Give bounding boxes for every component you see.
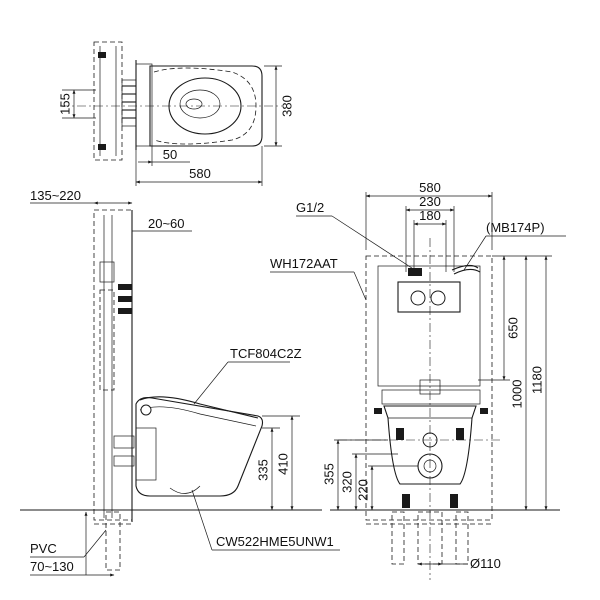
- dim-1180-label: 1180: [529, 366, 544, 394]
- front-cistern: [377, 265, 481, 387]
- dim-335-label: 335: [255, 459, 270, 481]
- side-drain-pipe: [105, 511, 121, 571]
- dim-580-top-label: 580: [189, 166, 211, 181]
- dim-220-label: 220: [355, 479, 370, 501]
- pipe-range-label: 70~130: [30, 559, 74, 574]
- frame-model-leader: [353, 271, 367, 301]
- bowl-model-label: CW522HME5UNW1: [216, 534, 334, 549]
- front-frame-outline: [365, 255, 493, 521]
- pvc-leader: [83, 529, 107, 558]
- dim-650-label: 650: [505, 317, 520, 339]
- dim-180-label: 180: [419, 208, 441, 223]
- top-bowl-opening: [179, 89, 221, 119]
- dim-135-220-label: 135~220: [30, 188, 81, 203]
- dim-230-label: 230: [419, 194, 441, 209]
- side-bowl: [135, 397, 264, 497]
- top-frame-outline: [93, 41, 123, 161]
- pvc-label: PVC: [30, 541, 57, 556]
- dim-1000-label: 1000: [509, 380, 524, 409]
- flush-button-small: [410, 290, 426, 306]
- thread-leader: [331, 215, 419, 273]
- top-bracket: [98, 144, 106, 150]
- top-bracket: [98, 52, 106, 58]
- dim-380-label: 380: [279, 95, 294, 117]
- drain-dia-label: Ø110: [470, 556, 501, 571]
- side-seat-lid: [139, 396, 259, 419]
- side-view: 135~220 20~60 TCF804C2Z 335: [20, 188, 340, 577]
- bowl-model-leader: [191, 489, 213, 551]
- dim-410-label: 410: [275, 453, 290, 475]
- plate-model-leader: [463, 235, 487, 271]
- top-seat-outline: [149, 65, 263, 147]
- seat-model-leader: [193, 361, 229, 405]
- frame-model-label: WH172AAT: [270, 256, 338, 271]
- flush-plate: [397, 281, 461, 313]
- flush-button-large: [430, 290, 446, 306]
- seat-model-label: TCF804C2Z: [230, 346, 302, 361]
- side-trap: [169, 485, 201, 494]
- side-cistern-top: [99, 261, 115, 283]
- dim-50-label: 50: [163, 147, 177, 162]
- plate-model-label: (MB174P): [486, 220, 545, 235]
- top-mount-block: [121, 79, 137, 127]
- thread-label: G1/2: [296, 200, 324, 215]
- dim-355-label: 355: [321, 463, 336, 485]
- dim-580-front-label: 580: [419, 180, 441, 195]
- front-view: 580 230 180 G1/2 (MB174P) WH172AAT: [270, 180, 566, 580]
- dim-320-label: 320: [339, 471, 354, 493]
- dim-155-label: 155: [57, 93, 72, 115]
- front-bowl: [383, 405, 477, 485]
- side-bowl-back: [135, 427, 157, 481]
- dim-20-60-label: 20~60: [148, 216, 185, 231]
- top-view: 380 155 50 580: [57, 41, 294, 186]
- top-rear-housing: [135, 63, 153, 147]
